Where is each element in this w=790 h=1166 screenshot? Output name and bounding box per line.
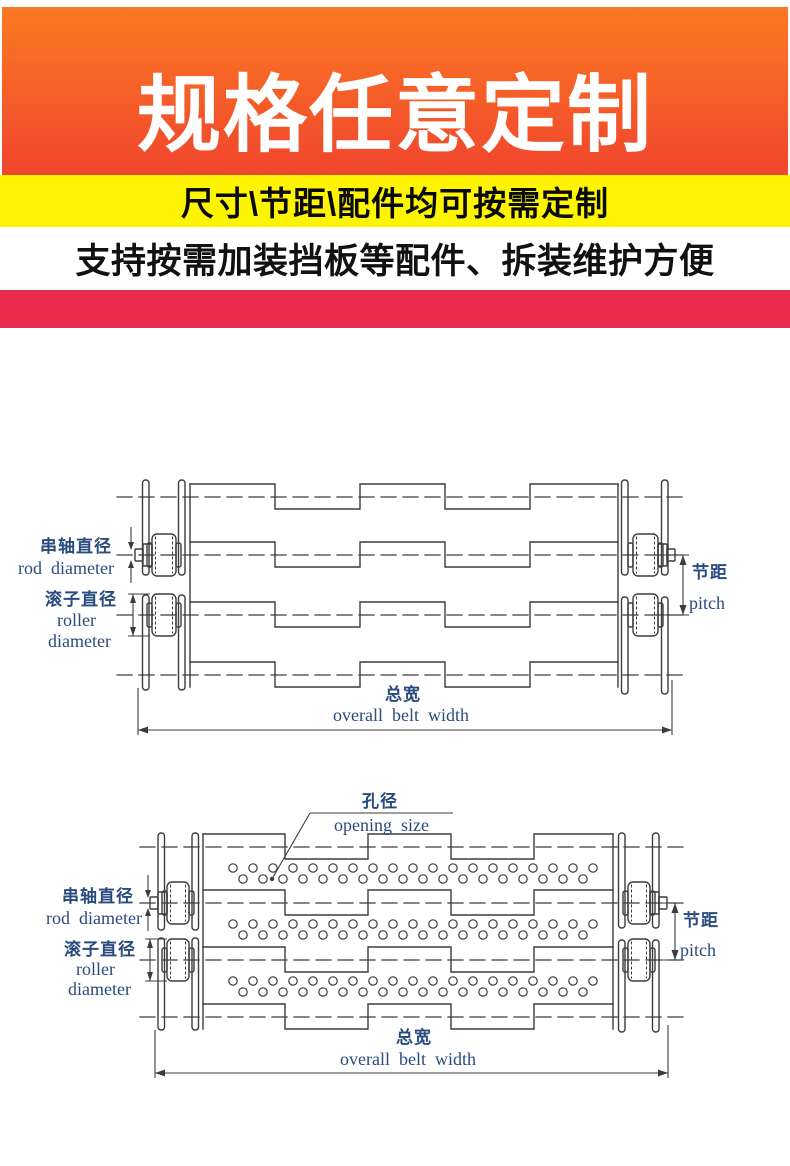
subtitle-text: 尺寸\节距\配件均可按需定制 <box>180 185 610 222</box>
label-opening-size-en: opening size <box>334 815 429 835</box>
label-overall-width-cn: 总宽 <box>396 1028 432 1047</box>
label-rod-diameter-cn: 串轴直径 <box>40 537 112 556</box>
divider-bar <box>0 290 790 328</box>
feature-text: 支持按需加装挡板等配件、拆装维护方便 <box>75 241 715 281</box>
label-roller-diameter-cn: 滚子直径 <box>64 940 136 959</box>
label-pitch-cn: 节距 <box>692 563 728 582</box>
label-overall-width-en: overall belt width <box>340 1049 476 1069</box>
label-roller-en: roller <box>76 959 115 979</box>
label-rod-diameter-en: rod diameter <box>18 558 114 578</box>
label-roller-diameter-cn: 滚子直径 <box>45 590 117 609</box>
label-diameter-en: diameter <box>68 979 131 999</box>
label-pitch-en: pitch <box>680 940 716 960</box>
label-overall-width-en: overall belt width <box>333 705 469 725</box>
promo-banner: 规格任意定制 <box>2 7 788 175</box>
label-roller-en: roller <box>57 610 96 630</box>
conveyor-drawing-plain <box>116 479 689 735</box>
label-diameter-en: diameter <box>48 631 111 651</box>
label-rod-diameter-en: rod diameter <box>46 908 142 928</box>
diagram-top-view-perforated: 孔径 opening size 串轴直径 rod diameter 滚子直径 r… <box>0 780 790 1110</box>
label-pitch-cn: 节距 <box>683 911 719 930</box>
feature-line: 支持按需加装挡板等配件、拆装维护方便 <box>0 227 790 289</box>
label-opening-size-cn: 孔径 <box>362 792 398 811</box>
diagram-top-view-plain: 串轴直径 rod diameter 滚子直径 roller diameter 节… <box>0 430 790 760</box>
label-pitch-en: pitch <box>689 593 725 613</box>
subtitle-bar: 尺寸\节距\配件均可按需定制 <box>0 175 790 227</box>
label-overall-width-cn: 总宽 <box>385 685 421 704</box>
label-rod-diameter-cn: 串轴直径 <box>62 887 134 906</box>
conveyor-drawing-perforated <box>139 812 691 1078</box>
banner-title: 规格任意定制 <box>136 68 653 162</box>
